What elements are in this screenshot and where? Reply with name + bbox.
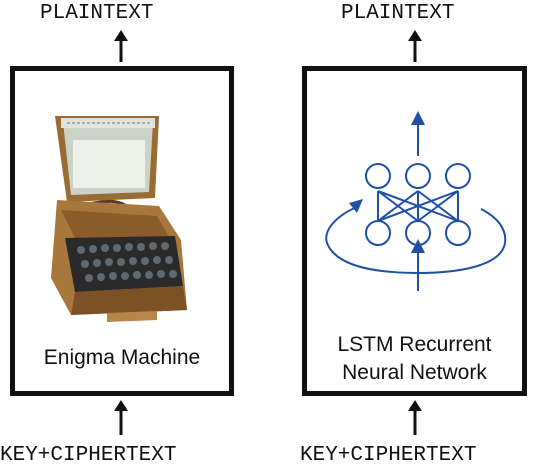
lstm-caption-line2: Neural Network [342, 361, 487, 384]
enigma-machine-icon [51, 116, 187, 322]
lstm-panel: LSTM Recurrent Neural Network [302, 66, 527, 396]
lstm-caption-line1: LSTM Recurrent [337, 333, 492, 356]
left-input-label: KEY+CIPHERTEXT [0, 444, 177, 467]
right-input-label: KEY+CIPHERTEXT [300, 444, 477, 467]
enigma-panel: Enigma Machine [10, 66, 234, 396]
recurrent-network-icon [325, 111, 507, 291]
right-output-arrow [408, 30, 422, 62]
left-output-arrow [114, 30, 128, 62]
left-input-arrow [114, 400, 128, 435]
right-input-arrow [408, 400, 422, 435]
right-output-label: PLAINTEXT [341, 2, 455, 25]
enigma-caption: Enigma Machine [43, 346, 201, 369]
left-output-label: PLAINTEXT [40, 2, 154, 25]
